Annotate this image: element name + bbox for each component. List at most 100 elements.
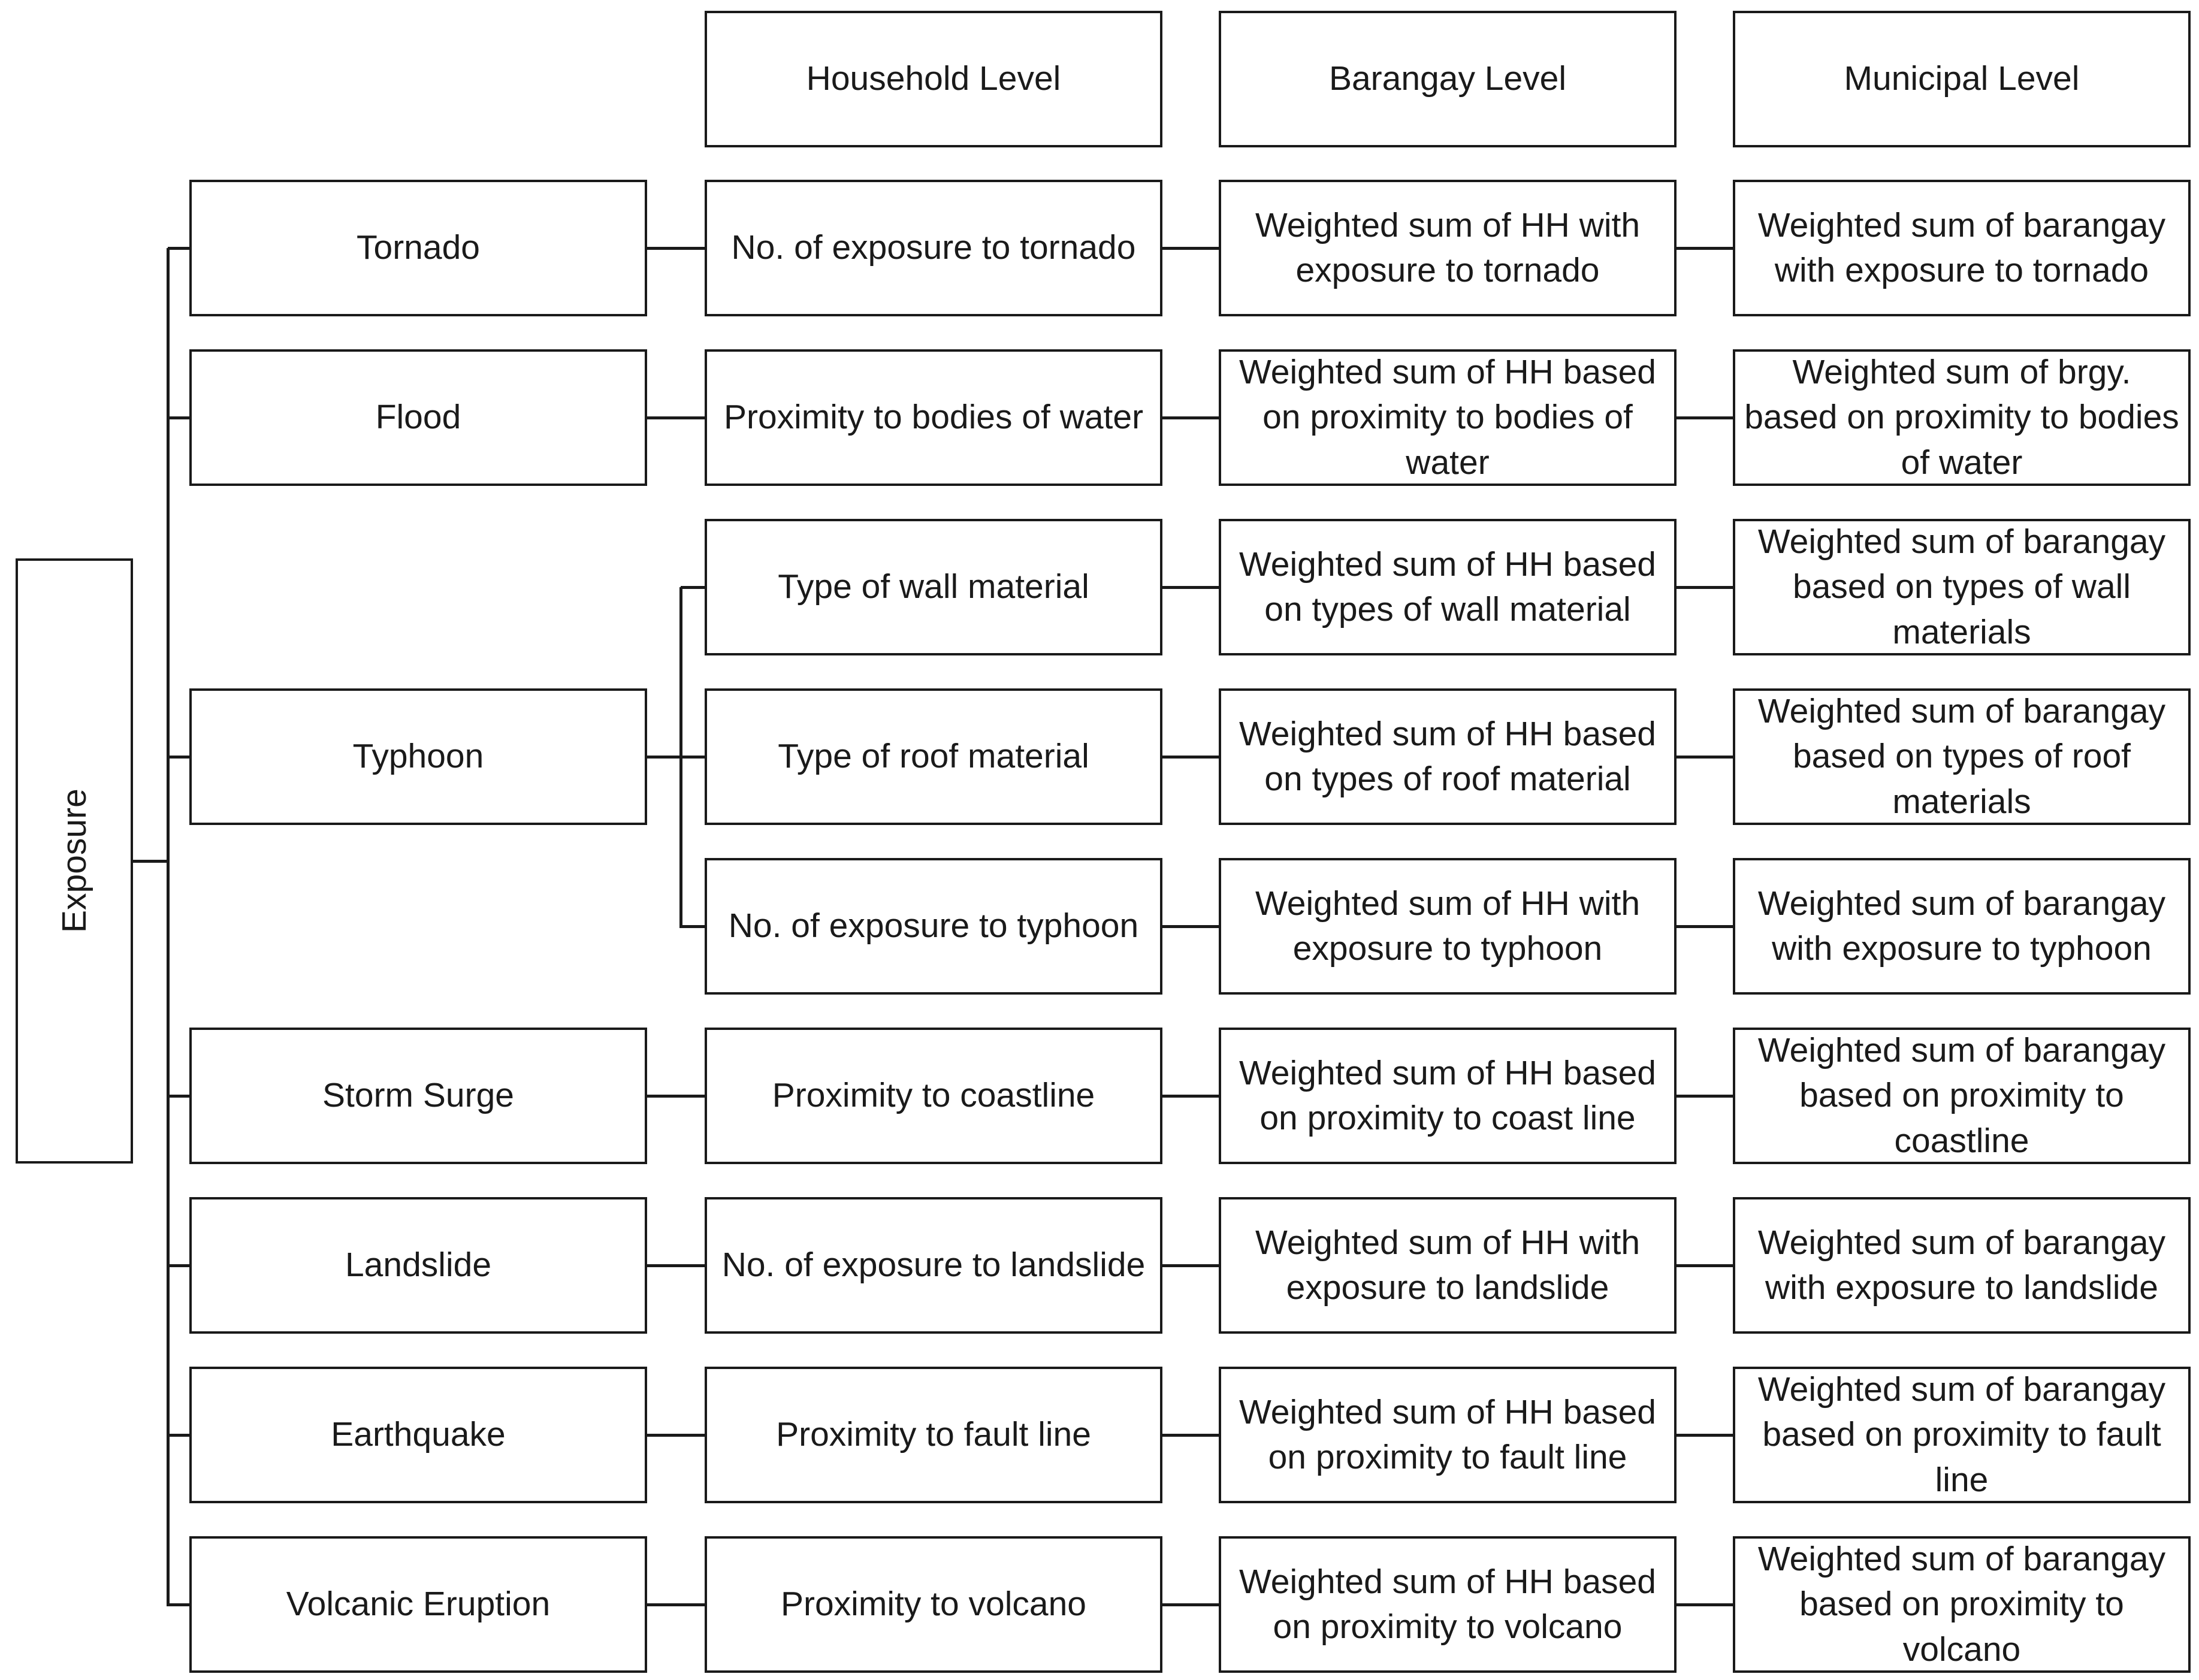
household-indicator-box-label: Proximity to volcano	[780, 1585, 1087, 1624]
municipal-indicator-box: Weighted sum of barangay based on proxim…	[1733, 1028, 2191, 1164]
hazard-box-label: Volcanic Eruption	[286, 1585, 551, 1624]
municipal-indicator-box: Weighted sum of barangay based on types …	[1733, 688, 2191, 825]
household-indicator-box: No. of exposure to tornado	[705, 180, 1162, 316]
header-municipal-level-label: Municipal Level	[1844, 59, 2080, 98]
connector-spine-hazard	[168, 1094, 189, 1098]
connector-spine-hazard	[168, 1433, 189, 1437]
barangay-indicator-box-label: Weighted sum of HH with exposure to land…	[1255, 1223, 1641, 1307]
connector-household-barangay	[1162, 924, 1219, 928]
barangay-indicator-box-label: Weighted sum of HH based on types of roo…	[1239, 714, 1656, 798]
hazard-box-label: Tornado	[357, 228, 480, 267]
barangay-indicator-box: Weighted sum of HH based on proximity to…	[1219, 1028, 1677, 1164]
municipal-indicator-box-label: Weighted sum of barangay with exposure t…	[1757, 1223, 2166, 1307]
hazard-box-label: Typhoon	[352, 737, 484, 776]
municipal-indicator-box: Weighted sum of barangay with exposure t…	[1733, 858, 2191, 995]
household-indicator-box: Proximity to fault line	[705, 1367, 1162, 1503]
hazard-box: Typhoon	[189, 688, 647, 825]
barangay-indicator-box: Weighted sum of HH based on types of roo…	[1219, 688, 1677, 825]
connector-household-barangay	[1162, 585, 1219, 589]
connector-hazard-household	[647, 1264, 705, 1267]
barangay-indicator-box: Weighted sum of HH based on types of wal…	[1219, 519, 1677, 655]
connector-household-barangay	[1162, 1603, 1219, 1606]
header-household-level: Household Level	[705, 11, 1162, 147]
municipal-indicator-box-label: Weighted sum of barangay based on proxim…	[1757, 1031, 2166, 1160]
hazard-box: Storm Surge	[189, 1028, 647, 1164]
household-indicator-box: No. of exposure to typhoon	[705, 858, 1162, 995]
municipal-indicator-box: Weighted sum of brgy. based on proximity…	[1733, 349, 2191, 486]
connector-barangay-municipal	[1677, 585, 1733, 589]
header-barangay-level: Barangay Level	[1219, 11, 1677, 147]
connector-spine-hazard	[168, 246, 189, 250]
household-indicator-box: Proximity to bodies of water	[705, 349, 1162, 486]
household-indicator-box: Type of wall material	[705, 519, 1162, 655]
connector-barangay-municipal	[1677, 1603, 1733, 1606]
header-barangay-level-label: Barangay Level	[1328, 59, 1567, 98]
connector-spine-hazard	[168, 1603, 189, 1606]
connector-barangay-municipal	[1677, 924, 1733, 928]
connector-subspine-household	[681, 924, 705, 928]
hazard-box-label: Earthquake	[331, 1415, 506, 1454]
household-indicator-box: Proximity to volcano	[705, 1536, 1162, 1673]
connector-hazard-household	[647, 1433, 705, 1437]
household-indicator-box: Type of roof material	[705, 688, 1162, 825]
barangay-indicator-box-label: Weighted sum of HH with exposure to torn…	[1255, 206, 1641, 289]
household-indicator-box-label: Type of wall material	[778, 567, 1089, 606]
hazard-box-label: Landslide	[345, 1246, 492, 1285]
connector-main-spine	[166, 248, 170, 1606]
barangay-indicator-box: Weighted sum of HH with exposure to land…	[1219, 1197, 1677, 1334]
household-indicator-box-label: Type of roof material	[778, 737, 1089, 776]
barangay-indicator-box-label: Weighted sum of HH based on types of wal…	[1239, 545, 1656, 629]
connector-household-barangay	[1162, 246, 1219, 250]
household-indicator-box-label: No. of exposure to landslide	[721, 1246, 1146, 1285]
household-indicator-box: No. of exposure to landslide	[705, 1197, 1162, 1334]
municipal-indicator-box: Weighted sum of barangay based on proxim…	[1733, 1536, 2191, 1673]
municipal-indicator-box-label: Weighted sum of barangay based on types …	[1757, 522, 2166, 651]
connector-spine-hazard	[168, 755, 189, 759]
barangay-indicator-box: Weighted sum of HH with exposure to torn…	[1219, 180, 1677, 316]
connector-household-barangay	[1162, 755, 1219, 759]
hazard-box: Flood	[189, 349, 647, 486]
barangay-indicator-box: Weighted sum of HH based on proximity to…	[1219, 1536, 1677, 1673]
household-indicator-box: Proximity to coastline	[705, 1028, 1162, 1164]
connector-barangay-municipal	[1677, 416, 1733, 419]
municipal-indicator-box-label: Weighted sum of barangay based on types …	[1757, 692, 2166, 821]
connector-subspine-household	[681, 755, 705, 759]
connector-hazard-household	[647, 1603, 705, 1606]
household-indicator-box-label: No. of exposure to tornado	[731, 228, 1136, 267]
municipal-indicator-box-label: Weighted sum of barangay based on proxim…	[1757, 1540, 2166, 1669]
root-node-exposure-label: Exposure	[55, 788, 93, 933]
connector-hazard-household	[647, 246, 705, 250]
barangay-indicator-box-label: Weighted sum of HH with exposure to typh…	[1255, 884, 1641, 968]
municipal-indicator-box-label: Weighted sum of brgy. based on proximity…	[1744, 353, 2179, 482]
municipal-indicator-box: Weighted sum of barangay based on types …	[1733, 519, 2191, 655]
header-municipal-level: Municipal Level	[1733, 11, 2191, 147]
connector-household-barangay	[1162, 1094, 1219, 1098]
connector-barangay-municipal	[1677, 755, 1733, 759]
hazard-box: Volcanic Eruption	[189, 1536, 647, 1673]
hazard-box: Landslide	[189, 1197, 647, 1334]
header-household-level-label: Household Level	[806, 59, 1061, 98]
barangay-indicator-box: Weighted sum of HH with exposure to typh…	[1219, 858, 1677, 995]
connector-barangay-municipal	[1677, 246, 1733, 250]
connector-household-barangay	[1162, 1433, 1219, 1437]
hazard-box: Tornado	[189, 180, 647, 316]
connector-spine-hazard	[168, 416, 189, 419]
barangay-indicator-box: Weighted sum of HH based on proximity to…	[1219, 349, 1677, 486]
barangay-indicator-box: Weighted sum of HH based on proximity to…	[1219, 1367, 1677, 1503]
household-indicator-box-label: No. of exposure to typhoon	[728, 907, 1139, 945]
municipal-indicator-box-label: Weighted sum of barangay with exposure t…	[1757, 884, 2166, 968]
household-indicator-box-label: Proximity to bodies of water	[723, 398, 1144, 437]
hazard-box: Earthquake	[189, 1367, 647, 1503]
barangay-indicator-box-label: Weighted sum of HH based on proximity to…	[1239, 1562, 1656, 1646]
connector-hazard-subspine	[647, 755, 681, 759]
household-indicator-box-label: Proximity to coastline	[772, 1076, 1095, 1115]
connector-hazard-household	[647, 1094, 705, 1098]
connector-household-barangay	[1162, 1264, 1219, 1267]
connector-barangay-municipal	[1677, 1264, 1733, 1267]
municipal-indicator-box-label: Weighted sum of barangay based on proxim…	[1757, 1370, 2166, 1499]
barangay-indicator-box-label: Weighted sum of HH based on proximity to…	[1239, 1392, 1656, 1476]
household-indicator-box-label: Proximity to fault line	[776, 1415, 1091, 1454]
connector-barangay-municipal	[1677, 1094, 1733, 1098]
municipal-indicator-box: Weighted sum of barangay based on proxim…	[1733, 1367, 2191, 1503]
